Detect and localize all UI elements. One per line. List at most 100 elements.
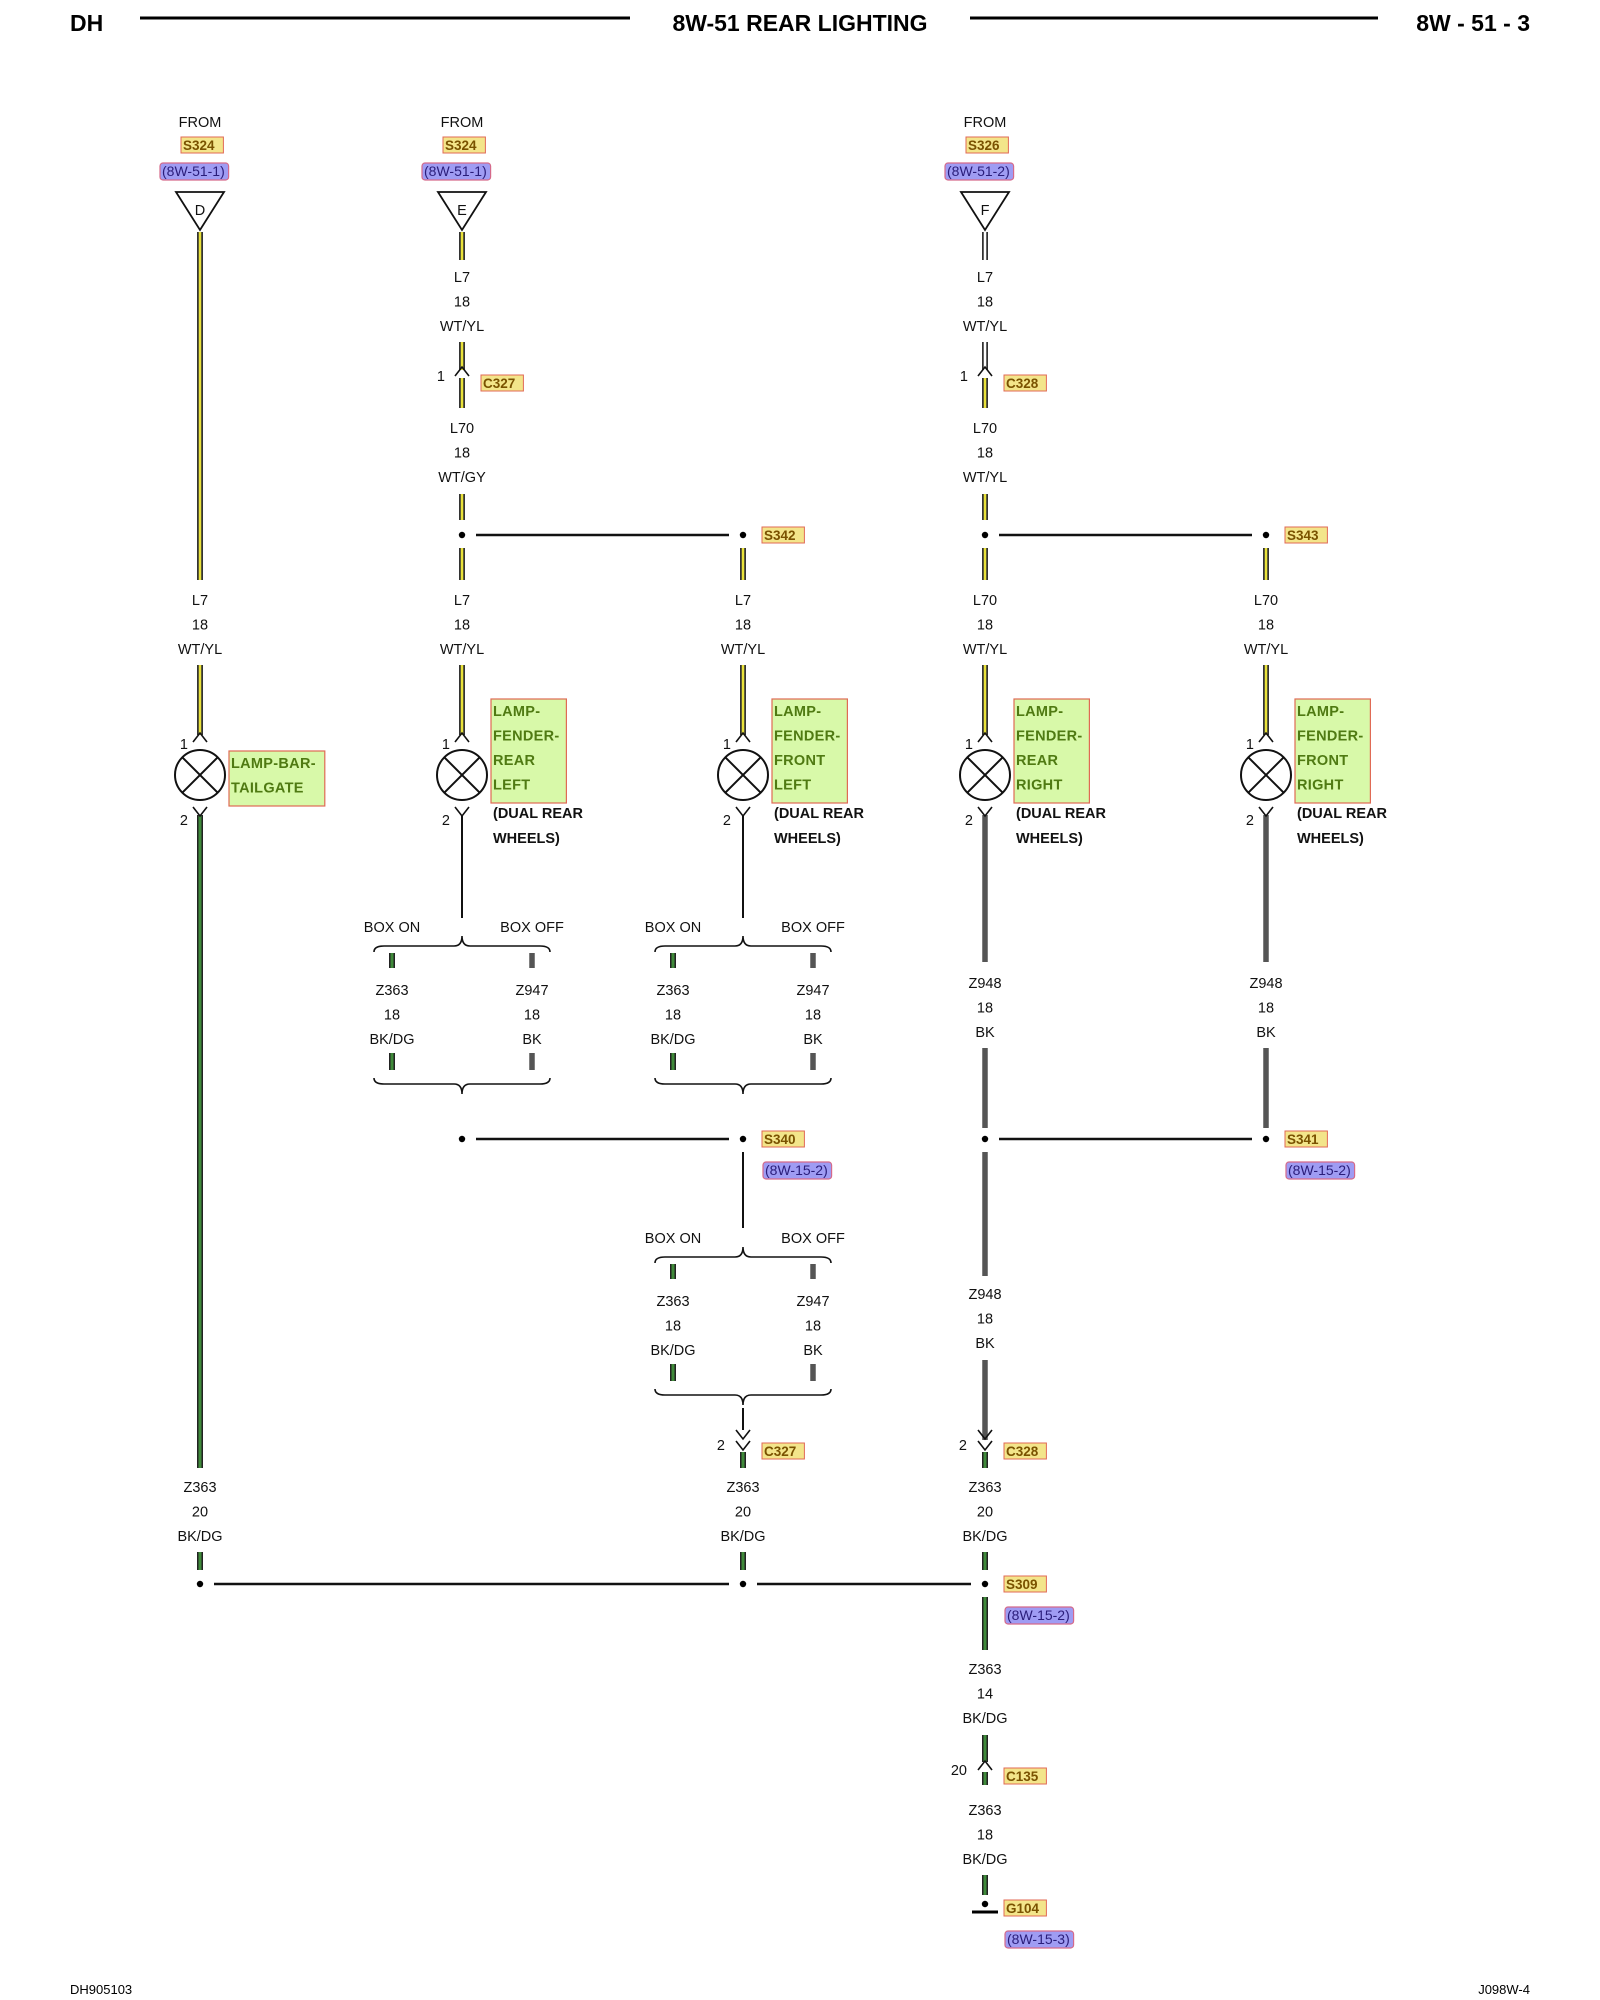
wire-gauge-label: 18 [454,446,470,462]
lamp-fender-rear-right-label-line: RIGHT [1016,778,1063,794]
s343-tag: S343 [1287,528,1319,543]
c328-tag: C328 [1006,376,1039,391]
source-d-ref-ref: (8W-51-1) [162,163,225,179]
s340-ref-box [762,1161,833,1180]
wires-layer [197,232,1269,1895]
splice-dot [739,531,747,539]
source-f-ref-ref-box [944,162,1015,181]
page-number: 8W - 51 - 3 [1416,10,1530,36]
splice-dot [981,531,989,539]
wire-gauge-label: 18 [192,618,208,634]
c327-lower-tag-box [761,1442,805,1460]
wire-circuit-label: Z363 [726,1480,759,1496]
connector-chevron [454,731,470,743]
opt-lower-box-on: BOX ON [645,1231,701,1247]
pin-1: 1 [437,369,445,385]
s341-ref: (8W-15-2) [1288,1162,1351,1178]
lamp-fender-rear-left-note: (DUAL REAR [493,806,583,822]
lamp-fender-front-left-note: (DUAL REAR [774,806,864,822]
source-f-splice-tag-box [965,136,1009,154]
wire-circuit-label: Z948 [968,976,1001,992]
opt-front-left-box-on: BOX ON [645,920,701,936]
lamp-fender-rear-left-label-line: FENDER- [493,729,560,745]
wire-gauge-label: 18 [454,618,470,634]
option-brace-top [654,935,832,953]
wire-gauge-label: 18 [384,1008,400,1024]
connector-chevron [735,1429,751,1441]
s341-ref-box [1285,1161,1356,1180]
lamp-x [966,756,1004,794]
c135-tag: C135 [1006,1769,1039,1784]
wire-circuit-label: L7 [454,270,470,286]
c328-lower-tag: C328 [1006,1444,1039,1459]
wire-color-label: BK/DG [650,1343,695,1359]
splice-dot [981,1580,989,1588]
wire-circuit-label: L7 [977,270,993,286]
wire-color-label: BK [522,1032,542,1048]
s309-tag: S309 [1006,1577,1038,1592]
pin-2: 2 [959,1438,967,1454]
option-brace-bottom [373,1077,551,1095]
connector-chevron [1258,731,1274,743]
wire-color-label: BK [975,1025,995,1041]
lamp-fender-rear-right-label-line: LAMP- [1016,704,1063,720]
s342-tag: S342 [764,528,796,543]
opt-rear-left-box-off: BOX OFF [500,920,564,936]
source-f-from: FROM [964,115,1007,131]
lamp-fender-rear-left-label-line: LAMP- [493,704,540,720]
connector-chevron [977,731,993,743]
wire-color-label: WT/YL [1244,642,1288,658]
lamp-bar-tailgate-label-line: LAMP-BAR- [231,756,316,772]
pin-1: 1 [960,369,968,385]
wire-gauge-label: 18 [977,1001,993,1017]
wire-color-label: BK/DG [369,1032,414,1048]
s340-tag: S340 [764,1132,796,1147]
lamp-fender-front-right-label-box [1294,698,1372,804]
wire-color-label: BK/DG [962,1852,1007,1868]
splice-dot [981,1135,989,1143]
source-d-splice-tag-box [180,136,224,154]
wire-color-label: WT/GY [438,470,486,486]
wire-circuit-label: L70 [450,421,474,437]
lamp-x [181,756,219,794]
wire-circuit-label: Z363 [656,1294,689,1310]
lamp-bar-tailgate-label-box [228,750,326,807]
lamp-fender-front-right-note: WHEELS) [1297,831,1364,847]
option-brace-bottom [654,1077,832,1095]
lamp-fender-rear-left-label-box [490,698,568,804]
source-d-ref-ref-box [159,162,230,181]
wire-gauge-label: 18 [524,1008,540,1024]
wire-gauge-label: 18 [1258,1001,1274,1017]
wire-color-label: BK/DG [650,1032,695,1048]
wire-circuit-label: L7 [735,593,751,609]
option-brace-top [654,1246,832,1264]
wire-gauge-label: 18 [665,1008,681,1024]
connector-chevron [977,806,993,818]
wire-circuit-label: Z947 [796,983,829,999]
c327-lower-tag: C327 [764,1444,796,1459]
lamp-x [443,756,481,794]
c328-tag-box [1003,374,1047,392]
source-f-triangle [959,191,1011,232]
wire-gauge-label: 18 [454,295,470,311]
wire-circuit-label: Z948 [1249,976,1282,992]
wire-circuit-label: Z947 [796,1294,829,1310]
pin-2: 2 [1246,813,1254,829]
wire-gauge-label: 20 [735,1505,751,1521]
wire-color-label: BK/DG [962,1529,1007,1545]
pin-1: 1 [1246,737,1254,753]
lamp-fender-front-right-note: (DUAL REAR [1297,806,1387,822]
wire-gauge-label: 18 [805,1008,821,1024]
splice-dot [458,1135,466,1143]
wire-color-label: WT/YL [440,642,484,658]
wire-circuit-label: Z363 [968,1803,1001,1819]
lamp-fender-front-right-label-line: LAMP- [1297,704,1344,720]
lamp-fender-rear-right-label-line: FENDER- [1016,729,1083,745]
wire-gauge-label: 18 [805,1319,821,1335]
wire-circuit-label: L7 [454,593,470,609]
wire-circuit-label: Z363 [375,983,408,999]
wire-gauge-label: 18 [1258,618,1274,634]
wire-color-label: BK [1256,1025,1276,1041]
pin-2: 2 [180,813,188,829]
wire-circuit-label: Z948 [968,1287,1001,1303]
